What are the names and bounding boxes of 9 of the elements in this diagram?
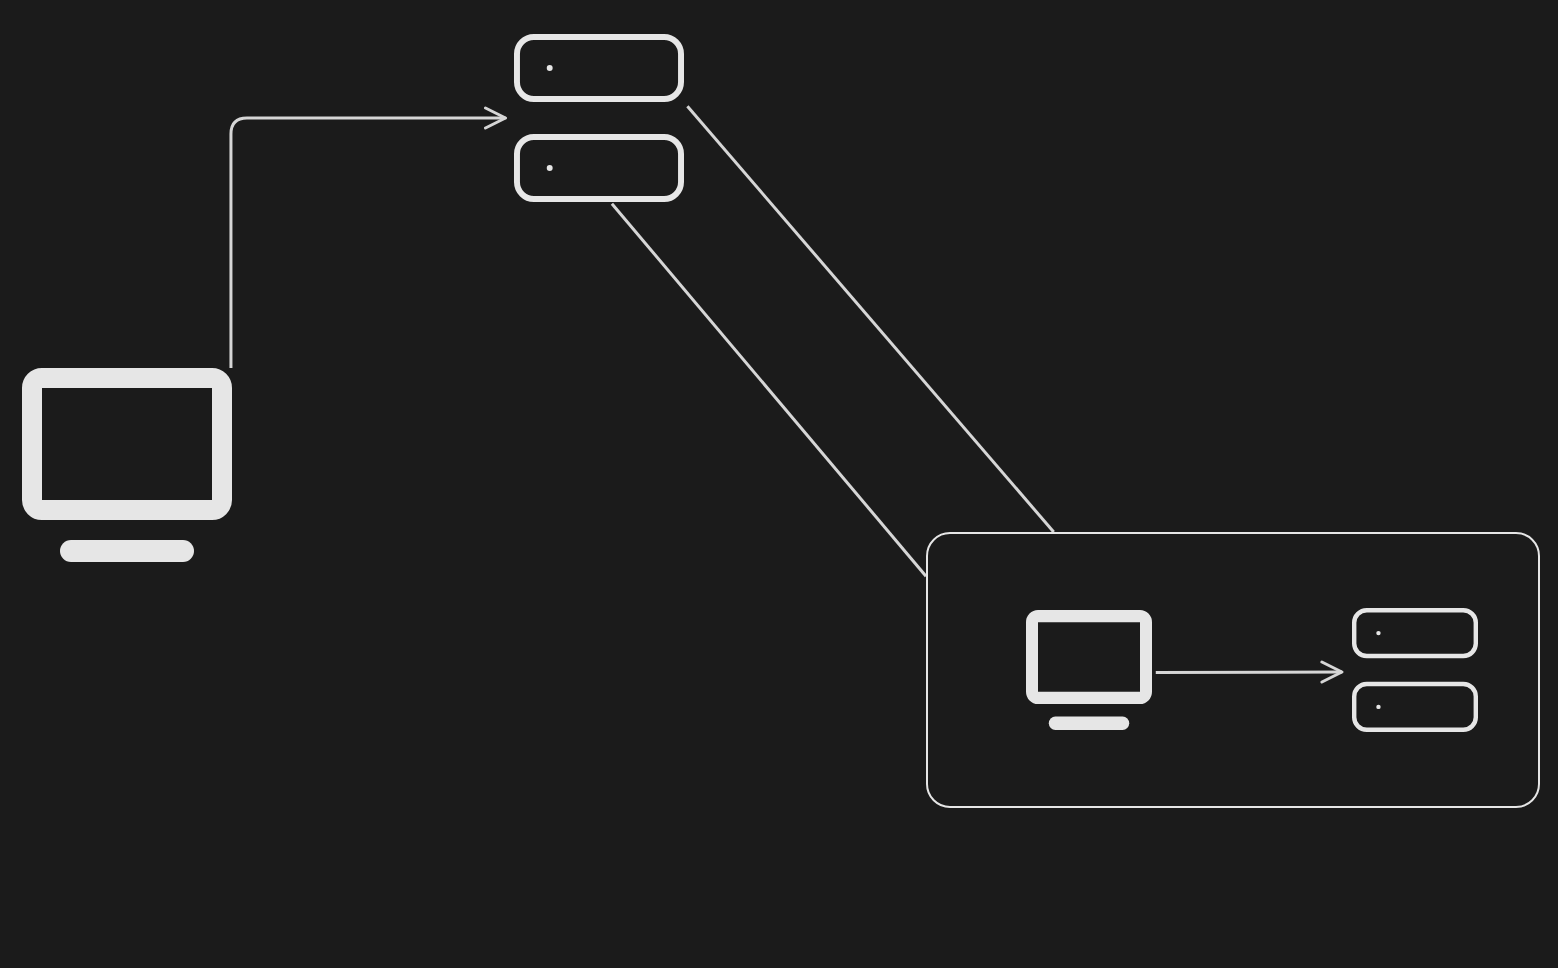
monitor-icon: [1026, 610, 1152, 730]
connector-line: [610, 202, 928, 578]
server-icon: [1352, 608, 1478, 732]
connector-line: [686, 105, 1055, 533]
monitor-icon: [22, 368, 232, 562]
arrow: [229, 106, 507, 368]
rounded-panel: [926, 532, 1540, 808]
server-icon: [514, 34, 684, 202]
arrow: [1155, 660, 1344, 684]
